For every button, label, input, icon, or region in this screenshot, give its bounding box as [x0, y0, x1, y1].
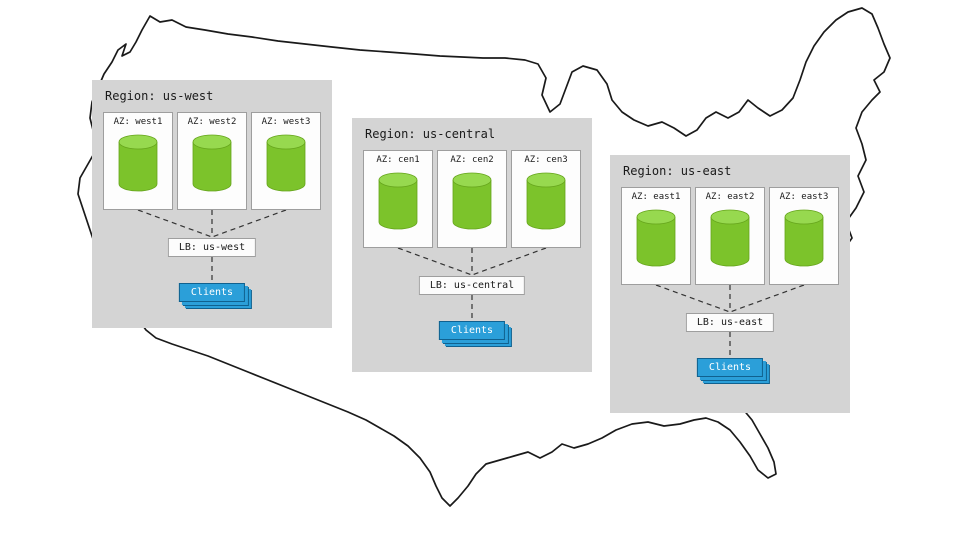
database-icon — [452, 172, 492, 230]
database-icon — [526, 172, 566, 230]
load-balancer-box: LB: us-central — [418, 276, 526, 295]
az-label: AZ: cen1 — [376, 155, 420, 165]
az-box: AZ: west3 — [251, 112, 321, 210]
region-card-us-west: Region: us-west AZ: west1 AZ: west2 AZ: … — [92, 80, 332, 328]
database-icon — [192, 134, 232, 192]
az-box: AZ: cen3 — [511, 150, 581, 248]
az-label: AZ: east3 — [779, 192, 829, 202]
az-box: AZ: east2 — [695, 187, 765, 285]
database-icon — [784, 209, 824, 267]
az-row: AZ: cen1 AZ: cen2 AZ: cen3 — [363, 150, 581, 248]
database-icon — [636, 209, 676, 267]
clients-box: Clients — [178, 283, 246, 302]
az-label: AZ: west1 — [113, 117, 163, 127]
az-label: AZ: east1 — [631, 192, 681, 202]
az-box: AZ: west1 — [103, 112, 173, 210]
database-icon — [378, 172, 418, 230]
load-balancer-box: LB: us-east — [685, 313, 775, 332]
database-icon — [266, 134, 306, 192]
region-title: Region: us-east — [623, 164, 732, 178]
az-box: AZ: cen1 — [363, 150, 433, 248]
region-title: Region: us-central — [365, 127, 496, 141]
az-label: AZ: cen3 — [524, 155, 568, 165]
az-box: AZ: east1 — [621, 187, 691, 285]
database-icon — [118, 134, 158, 192]
region-card-us-central: Region: us-central AZ: cen1 AZ: cen2 AZ:… — [352, 118, 592, 372]
az-row: AZ: east1 AZ: east2 AZ: east3 — [621, 187, 839, 285]
clients-box: Clients — [438, 321, 506, 340]
az-label: AZ: west3 — [261, 117, 311, 127]
az-label: AZ: west2 — [187, 117, 237, 127]
region-title: Region: us-west — [105, 89, 214, 103]
clients-box: Clients — [696, 358, 764, 377]
az-row: AZ: west1 AZ: west2 AZ: west3 — [103, 112, 321, 210]
load-balancer-box: LB: us-west — [167, 238, 257, 257]
az-box: AZ: east3 — [769, 187, 839, 285]
az-box: AZ: cen2 — [437, 150, 507, 248]
region-card-us-east: Region: us-east AZ: east1 AZ: east2 AZ: … — [610, 155, 850, 413]
az-box: AZ: west2 — [177, 112, 247, 210]
az-label: AZ: east2 — [705, 192, 755, 202]
database-icon — [710, 209, 750, 267]
az-label: AZ: cen2 — [450, 155, 494, 165]
